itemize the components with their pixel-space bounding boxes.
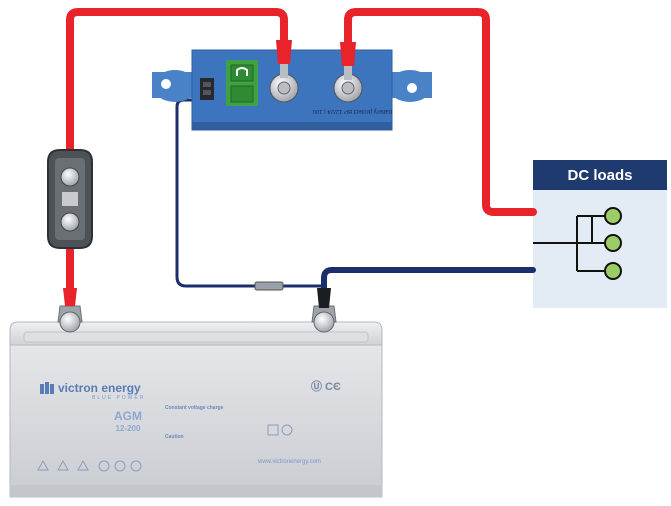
positive-terminal-nut-icon — [59, 311, 81, 333]
protect-to-loads-wire — [344, 8, 537, 216]
load-dot-3 — [604, 262, 622, 280]
caution-title: Caution — [165, 434, 184, 440]
battery — [9, 321, 383, 498]
mounting-hole-right-icon — [407, 83, 417, 93]
terminal-screw-icon — [236, 67, 248, 76]
battery-website: www.victronenergy.com — [258, 459, 321, 465]
battery-protect-label: battery protect BP 12/24 | 100 — [312, 108, 393, 114]
warning-icons-row — [37, 459, 142, 472]
negative-terminal-nut-icon — [313, 311, 335, 333]
battery-model: 12-200 — [115, 424, 141, 433]
load-dot-1 — [604, 207, 622, 225]
fuse-holder — [47, 149, 93, 249]
fuse-nut-top-icon — [60, 167, 80, 187]
load-dot-2 — [604, 234, 622, 252]
battery-type: AGM — [114, 409, 142, 423]
remote-jack — [200, 78, 214, 100]
recycle-icons — [267, 424, 293, 436]
battery-brand-sub: BLUE POWER — [92, 395, 146, 401]
protect-cable-lugs — [276, 40, 356, 80]
battery-protect-module — [152, 49, 432, 131]
constant-voltage-title: Constant voltage charge — [165, 405, 224, 411]
fuse-nut-bottom-icon — [60, 212, 80, 232]
battery-cable-lugs — [63, 288, 331, 308]
dc-loads-title: DC loads — [533, 160, 667, 190]
inline-connector — [254, 281, 284, 291]
battery-terminals — [57, 305, 337, 333]
certification-marks: Ⓤ CЄ — [311, 381, 341, 393]
mounting-hole-left-icon — [161, 79, 171, 89]
load-tree-icon — [533, 215, 605, 272]
load-negative-wire — [321, 267, 536, 300]
victron-logo-icon — [40, 382, 54, 394]
battery-brand: victron energy — [58, 381, 141, 395]
